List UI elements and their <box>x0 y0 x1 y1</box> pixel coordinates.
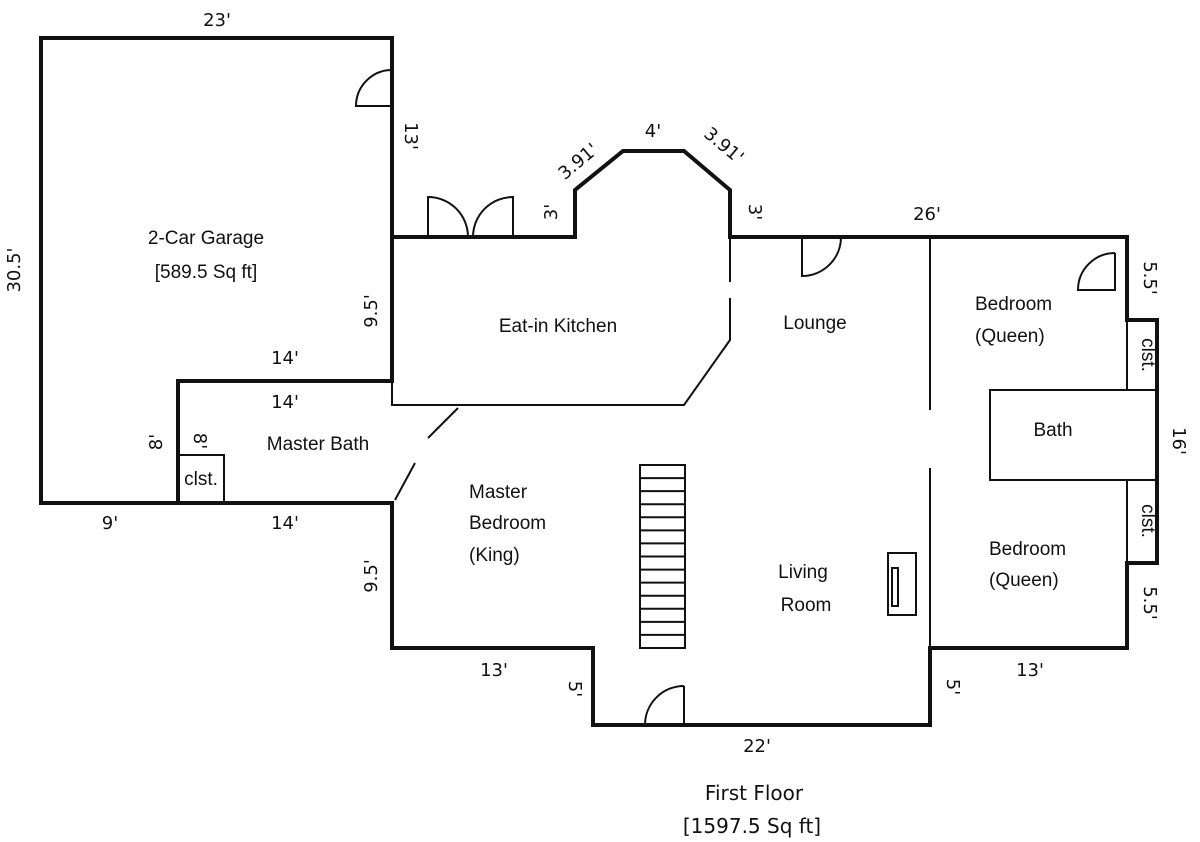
bottom-wall <box>390 501 1129 727</box>
floor-caption: First Floor [1597.5 Sq ft] <box>683 781 821 838</box>
dim-garage-left: 30.5' <box>4 247 25 292</box>
dim-bay-right: 3.91' <box>700 123 748 168</box>
living-room-label-2: Room <box>781 595 832 616</box>
closet-bottom-label: clst. <box>1137 504 1158 538</box>
dim-garage-bath-top: 14' <box>271 348 299 369</box>
kitchen-bay-wall <box>390 149 732 239</box>
bedroom-bottom-label-2: (Queen) <box>989 570 1059 591</box>
bath-label: Bath <box>1033 420 1072 441</box>
dimension-labels: 23' 30.5' 13' 9.5' 14' 14' 8' 8' 9' 14' … <box>4 10 1189 757</box>
bedroom-bottom-label-1: Bedroom <box>989 539 1066 560</box>
floor-title: First Floor <box>705 781 804 805</box>
lounge-door-icon <box>801 236 842 278</box>
garage-area: [589.5 Sq ft] <box>155 262 257 283</box>
dim-garage-top: 23' <box>203 10 231 31</box>
doors <box>354 69 1116 726</box>
lounge-label: Lounge <box>783 313 846 334</box>
closet-top-label: clst. <box>1137 338 1158 372</box>
bedroom-top-label-2: (Queen) <box>975 326 1045 347</box>
master-closet <box>177 454 225 504</box>
dim-garage-bottom: 9' <box>102 513 118 534</box>
dim-bay-left-side: 3' <box>541 204 562 220</box>
kitchen-label: Eat-in Kitchen <box>499 316 617 337</box>
dim-right-middle: 16' <box>1168 427 1189 455</box>
interior-walls <box>177 237 1157 648</box>
dim-bottom-left-step: 5' <box>564 681 585 697</box>
garage-door-icon <box>354 69 393 107</box>
room-labels: 2-Car Garage [589.5 Sq ft] Eat-in Kitche… <box>148 228 1158 616</box>
fireplace-icon <box>887 552 917 616</box>
master-bedroom-label-2: Bedroom <box>469 513 546 534</box>
master-bath-entry-1 <box>427 407 459 439</box>
master-bedroom-label-1: Master <box>469 482 528 503</box>
dim-bay-left: 3.91' <box>554 139 602 184</box>
master-closet-label: clst. <box>184 469 218 490</box>
dim-right-bottom-side: 5.5' <box>1139 586 1160 620</box>
dim-right-top: 26' <box>913 204 941 225</box>
dim-bottom-right: 13' <box>1016 660 1044 681</box>
dim-bottom: 22' <box>743 736 771 757</box>
dim-bottom-left: 13' <box>480 660 508 681</box>
dim-bath-bottom: 14' <box>271 513 299 534</box>
master-bath-entry-2 <box>394 462 416 501</box>
dim-bath-left: 8' <box>146 434 167 450</box>
floor-area: [1597.5 Sq ft] <box>683 814 821 838</box>
exterior-walls <box>39 36 1159 727</box>
front-door-icon <box>643 685 685 726</box>
bath-walls <box>989 389 1157 481</box>
dim-master-left: 9.5' <box>361 559 382 593</box>
dim-right-top-side: 5.5' <box>1139 261 1160 295</box>
garage-label: 2-Car Garage <box>148 228 264 249</box>
dim-bottom-right-step: 5' <box>942 679 963 695</box>
dim-bay-right-side: 3' <box>744 204 765 220</box>
kitchen-door-right-icon <box>472 195 514 238</box>
staircase <box>639 464 686 649</box>
bedroom-door-icon <box>1076 252 1116 291</box>
bedroom-top-label-1: Bedroom <box>975 294 1052 315</box>
living-room-label-1: Living <box>778 562 828 583</box>
dim-garage-right: 13' <box>400 122 421 150</box>
kitchen-counter <box>391 298 731 406</box>
stair-steps <box>640 477 685 636</box>
dim-garage-kitchen-wall: 9.5' <box>361 294 382 328</box>
dim-bay-top: 4' <box>645 121 661 142</box>
dim-bath-top: 14' <box>271 392 299 413</box>
right-top-wall <box>728 235 1159 650</box>
master-bedroom-label-3: (King) <box>469 545 520 566</box>
dim-closet-side: 8' <box>189 433 210 449</box>
kitchen-door-left-icon <box>427 195 469 238</box>
master-bath-label: Master Bath <box>267 434 369 455</box>
